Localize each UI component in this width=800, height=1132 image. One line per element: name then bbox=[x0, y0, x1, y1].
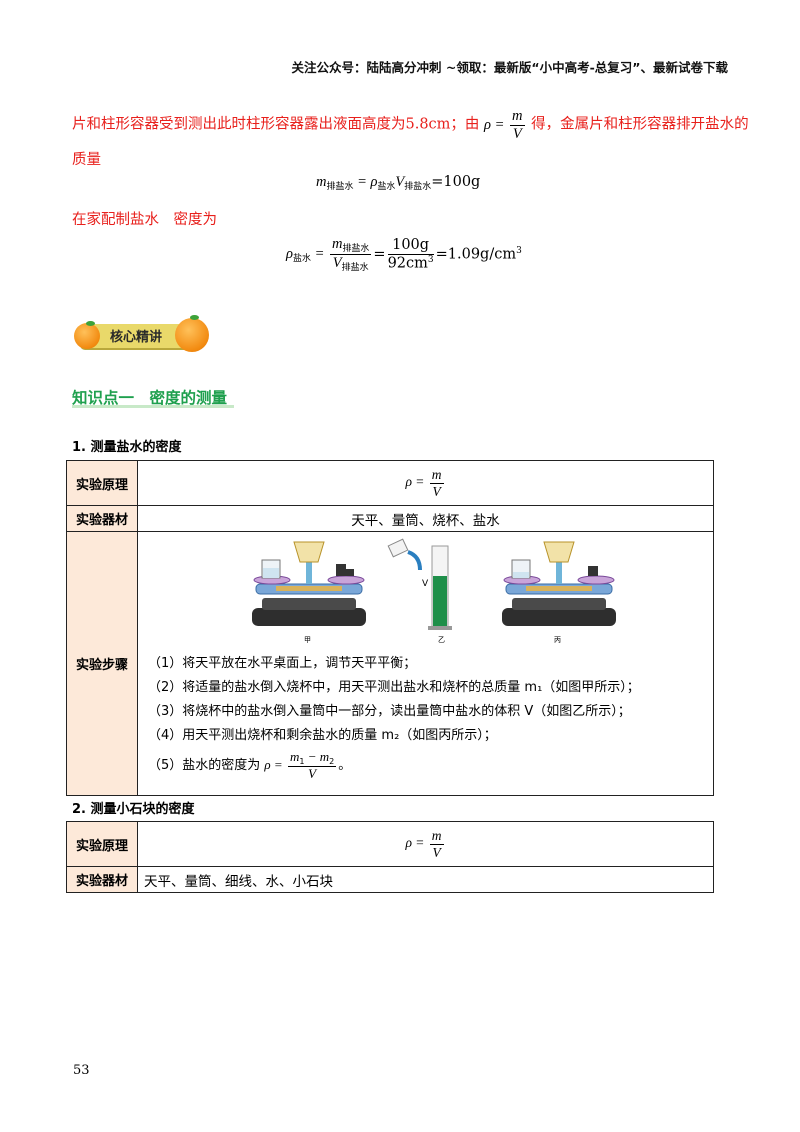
page-number: 53 bbox=[73, 1063, 90, 1078]
page-header: 关注公众号：陆陆高分冲刺 ~领取：最新版“小中高考-总复习”、最新试卷下载 bbox=[291, 60, 728, 75]
intro-line-1-after: 得，金属片和柱形容器排开盐水的 bbox=[531, 116, 749, 133]
intro-line-2: 质量 bbox=[72, 152, 101, 168]
step-3: （3）将烧杯中的盐水倒入量筒中一部分，读出量筒中盐水的体积 V（如图乙所示）； bbox=[148, 704, 631, 719]
figure-label-b: 乙 bbox=[438, 636, 445, 644]
equation-mass: m排盐水 = ρ盐水V排盐水=100g bbox=[316, 174, 481, 193]
figure-label-c: 丙 bbox=[554, 636, 561, 644]
balance-a-icon bbox=[252, 541, 366, 626]
row-label-principle: 实验原理 bbox=[66, 821, 138, 867]
intro-line-3: 在家配制盐水 密度为 bbox=[72, 212, 217, 228]
experiment-figure: V 甲 乙 丙 bbox=[252, 538, 616, 644]
row-label-equipment: 实验器材 bbox=[66, 505, 138, 532]
step-4: （4）用天平测出烧杯和剩余盐水的质量 m₂（如图丙所示）； bbox=[148, 728, 497, 743]
equipment-value: 天平、量筒、细线、水、小石块 bbox=[137, 866, 714, 893]
row-label-principle: 实验原理 bbox=[66, 460, 138, 506]
table-row: 实验器材 天平、量筒、细线、水、小石块 bbox=[66, 866, 714, 893]
measuring-cylinder-icon bbox=[387, 538, 452, 630]
intro-line-1-text: 片和柱形容器受到测出此时柱形容器露出液面高度为5.8cm；由 bbox=[72, 116, 480, 133]
orange-left-icon bbox=[74, 323, 100, 349]
section-title: 知识点一 密度的测量 bbox=[72, 389, 228, 407]
step-2: （2）将适量的盐水倒入烧杯中，用天平测出盐水和烧杯的总质量 m₁（如图甲所示）； bbox=[148, 680, 640, 695]
equation-density-den: 92cm bbox=[387, 254, 428, 271]
steps-cell: V 甲 乙 丙 （1）将天平放 bbox=[137, 531, 714, 796]
core-lecture-badge: 核心精讲 bbox=[72, 315, 210, 356]
orange-right-icon bbox=[175, 318, 209, 352]
row-label-steps: 实验步骤 bbox=[66, 531, 138, 796]
subsection-1-title: 1. 测量盐水的密度 bbox=[72, 440, 182, 455]
balance-c-icon bbox=[502, 541, 616, 626]
row-label-equipment: 实验器材 bbox=[66, 866, 138, 893]
equation-density-result: =1.09g/cm bbox=[435, 246, 517, 263]
equation-density-num: 100g bbox=[387, 237, 434, 255]
table-row: 实验器材 天平、量筒、烧杯、盐水 bbox=[66, 505, 714, 532]
table-row: 实验步骤 bbox=[66, 531, 714, 796]
badge-label: 核心精讲 bbox=[110, 330, 163, 345]
equation-mass-result: =100g bbox=[431, 174, 481, 190]
subsection-2-title: 2. 测量小石块的密度 bbox=[72, 802, 195, 817]
equipment-value: 天平、量筒、烧杯、盐水 bbox=[137, 505, 714, 532]
step-1: （1）将天平放在水平桌面上，调节天平平衡； bbox=[148, 656, 417, 671]
cylinder-label: V bbox=[422, 579, 429, 589]
step-5-text: （5）盐水的密度为 bbox=[148, 758, 261, 773]
figure-label-a: 甲 bbox=[304, 636, 311, 644]
step-5-end: 。 bbox=[338, 758, 352, 773]
